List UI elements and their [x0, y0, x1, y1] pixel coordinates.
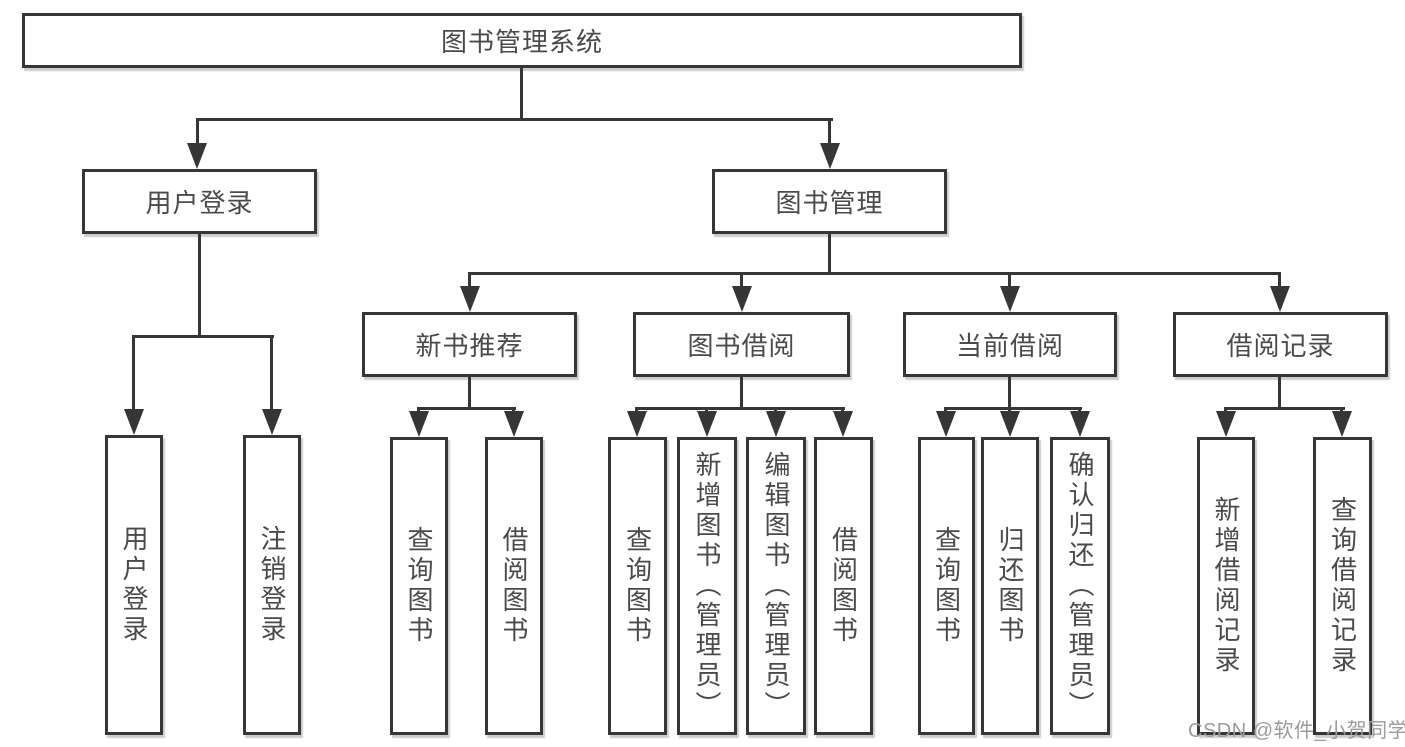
connector-ul-leaf1-stem: [132, 335, 135, 413]
connector-cb-hline: [945, 407, 1082, 410]
arrowhead-bb-leaf1: [627, 411, 647, 437]
node-ul-user-login-label: 用户登录: [119, 525, 149, 645]
node-br-query-record-label: 查询借阅记录: [1327, 496, 1358, 676]
node-root: 图书管理系统: [22, 13, 1022, 68]
connector-ul-hline: [133, 335, 274, 338]
connector-bm-stem: [828, 234, 831, 275]
node-borrow-record-label: 借阅记录: [1226, 331, 1335, 361]
connector-cb-stem: [1008, 272, 1011, 292]
arrowhead-nbr-leaf1: [409, 411, 429, 437]
node-bb-borrow-book-label: 借阅图书: [828, 526, 859, 646]
node-cb-query-book: 查询图书: [918, 437, 975, 735]
node-bb-add-book: 新增图书（管理员）: [677, 437, 737, 735]
node-cb-query-book-label: 查询图书: [931, 526, 962, 646]
connector-bb-hline: [636, 407, 845, 410]
arrowhead-bookmgmt: [820, 143, 840, 169]
node-nb-borrow-book-label: 借阅图书: [499, 526, 529, 646]
node-cb-return-book-label: 归还图书: [995, 526, 1025, 646]
node-current-borrow: 当前借阅: [903, 312, 1117, 377]
arrowhead-userlogin: [187, 143, 207, 169]
node-ul-logout: 注销登录: [243, 435, 301, 735]
csdn-watermark: CSDN @软件_小贺同学: [1188, 720, 1405, 742]
connector-userlogin-stem: [196, 118, 199, 151]
arrowhead-borrow-record: [1270, 286, 1290, 312]
connector-ul-stem: [198, 234, 201, 338]
connector-br-down: [1278, 377, 1281, 409]
node-bb-query-book: 查询图书: [608, 437, 667, 735]
node-user-login: 用户登录: [82, 169, 317, 234]
connector-cb-down: [1008, 377, 1011, 409]
arrowhead-cb-leaf1: [936, 411, 956, 437]
connector-bb-down: [740, 377, 743, 409]
node-br-add-record-label: 新增借阅记录: [1211, 496, 1241, 676]
node-cb-return-book: 归还图书: [981, 437, 1039, 735]
connector-br-stem: [1278, 272, 1281, 292]
node-book-borrow-label: 图书借阅: [687, 331, 796, 361]
arrowhead-br-leaf1: [1216, 411, 1236, 437]
node-cb-confirm-return-label: 确认归还（管理员）: [1065, 451, 1095, 721]
node-bb-edit-book: 编辑图书（管理员）: [746, 437, 806, 735]
connector-root-stem: [520, 68, 523, 121]
arrowhead-current-borrow: [1000, 286, 1020, 312]
connector-bb-stem: [740, 272, 743, 292]
node-book-mgmt: 图书管理: [712, 169, 947, 234]
arrowhead-bb-leaf2: [697, 411, 717, 437]
node-cb-confirm-return: 确认归还（管理员）: [1050, 437, 1110, 735]
arrowhead-br-leaf2: [1332, 411, 1352, 437]
node-user-login-label: 用户登录: [145, 188, 254, 218]
arrowhead-bb-leaf3: [766, 411, 786, 437]
node-root-label: 图书管理系统: [440, 27, 603, 57]
node-bb-query-book-label: 查询图书: [622, 526, 653, 646]
arrowhead-book-borrow: [732, 286, 752, 312]
node-bb-add-book-label: 新增图书（管理员）: [692, 451, 722, 721]
node-br-add-record: 新增借阅记录: [1197, 437, 1255, 735]
arrowhead-cb-leaf2: [1000, 411, 1020, 437]
arrowhead-ul-leaf2: [262, 409, 282, 435]
connector-nbr-down: [468, 377, 471, 409]
node-bb-borrow-book: 借阅图书: [814, 437, 873, 735]
node-bb-edit-book-label: 编辑图书（管理员）: [761, 451, 791, 721]
node-ul-user-login: 用户登录: [105, 435, 163, 735]
node-new-book-rec-label: 新书推荐: [415, 331, 524, 361]
node-ul-logout-label: 注销登录: [257, 525, 287, 645]
connector-ul-leaf2-stem: [270, 335, 273, 413]
arrowhead-cb-leaf3: [1070, 411, 1090, 437]
node-nb-query-book: 查询图书: [390, 437, 448, 735]
node-book-mgmt-label: 图书管理: [775, 188, 884, 218]
arrowhead-nbr-leaf2: [504, 411, 524, 437]
connector-nbr-hline: [418, 407, 516, 410]
node-book-borrow: 图书借阅: [633, 312, 850, 377]
arrowhead-new-book-rec: [460, 286, 480, 312]
connector-bookmgmt-stem: [828, 118, 831, 151]
connector-nbr-stem: [468, 272, 471, 292]
node-new-book-rec: 新书推荐: [362, 312, 577, 377]
node-nb-query-book-label: 查询图书: [404, 526, 434, 646]
node-current-borrow-label: 当前借阅: [955, 331, 1064, 361]
connector-root-hline: [196, 118, 833, 121]
connector-bm-hline: [469, 272, 1281, 275]
arrowhead-ul-leaf1: [124, 409, 144, 435]
node-nb-borrow-book: 借阅图书: [485, 437, 543, 735]
arrowhead-bb-leaf4: [833, 411, 853, 437]
node-borrow-record: 借阅记录: [1173, 312, 1388, 377]
connector-br-hline: [1225, 407, 1345, 410]
node-br-query-record: 查询借阅记录: [1313, 437, 1372, 735]
